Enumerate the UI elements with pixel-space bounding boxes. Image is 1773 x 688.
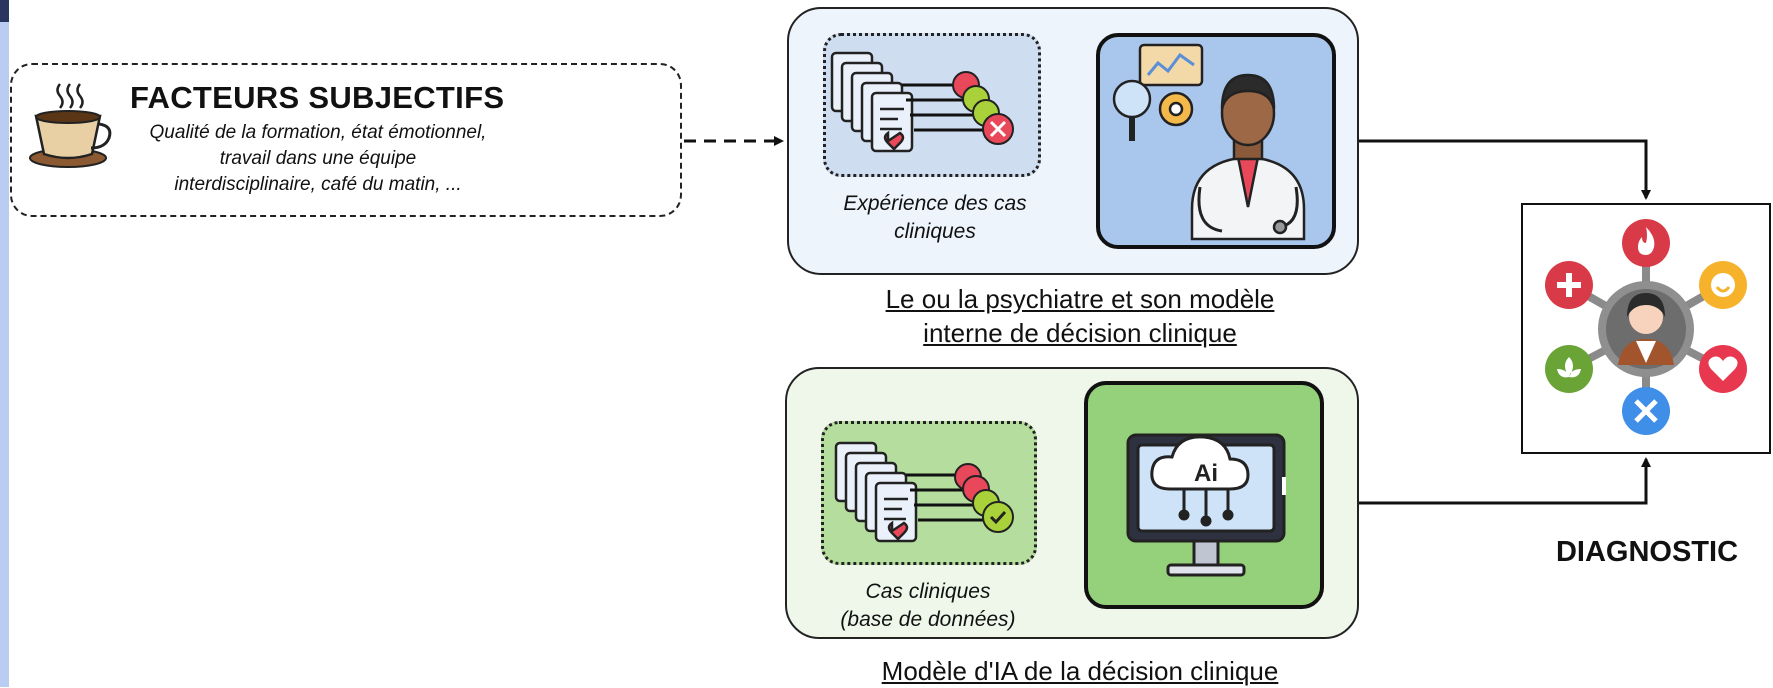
clinical-records-icon <box>834 441 1014 543</box>
title-line: interne de décision clinique <box>923 318 1237 348</box>
subjective-factors-box <box>10 63 682 217</box>
ai-agent-box: Ai <box>1084 381 1324 609</box>
ai-to-diagnostic-arrow <box>1359 457 1651 505</box>
description-line: interdisciplinaire, café du matin, ... <box>174 174 462 195</box>
diagnostic-box <box>1521 203 1771 454</box>
description-line: Qualité de la formation, état émotionnel… <box>149 122 487 143</box>
subjective-factors-title: FACTEURS SUBJECTIFS <box>130 80 505 115</box>
ai-model-title: Modèle d'IA de la décision clinique <box>820 654 1340 688</box>
caption-line: Expérience des cas <box>843 192 1027 215</box>
title-line: Modèle d'IA de la décision clinique <box>881 656 1279 686</box>
subjective-factors-description: Qualité de la formation, état émotionnel… <box>118 120 518 198</box>
caption-line: Cas cliniques <box>865 580 991 603</box>
ai-monitor-text: Ai <box>1194 460 1218 487</box>
clinical-records-icon <box>830 51 1014 153</box>
caption-line: cliniques <box>894 220 976 243</box>
title-line: Le ou la psychiatre et son modèle <box>885 284 1275 314</box>
left-edge-strip <box>0 0 9 687</box>
left-edge-strip-top <box>0 0 9 22</box>
coffee-cup-icon <box>29 83 112 168</box>
psychiatrist-icon <box>1112 43 1306 241</box>
patient-emotions-icon <box>1545 219 1747 435</box>
psychiatrist-title: Le ou la psychiatre et son modèle intern… <box>820 282 1340 350</box>
caption-line: (base de données) <box>840 608 1016 631</box>
clinical-experience-caption: Expérience des cas cliniques <box>815 190 1055 246</box>
ai-computer-icon: Ai <box>1126 433 1286 577</box>
diagnostic-label: DIAGNOSTIC <box>1555 536 1739 568</box>
clinical-database-caption: Cas cliniques (base de données) <box>808 578 1048 634</box>
description-line: travail dans une équipe <box>219 148 417 169</box>
psy-to-diagnostic-arrow <box>1359 139 1651 200</box>
psychiatrist-agent-box <box>1096 33 1336 249</box>
